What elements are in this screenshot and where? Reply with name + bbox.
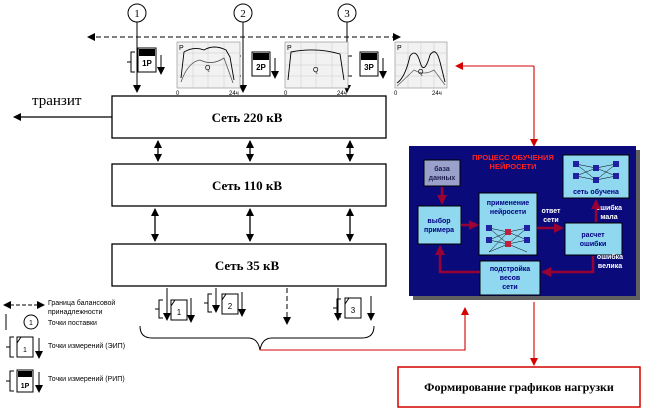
database-line2: данных xyxy=(429,175,456,182)
load-chart-2: P Q 0 24ч xyxy=(284,41,349,97)
load-chart-1: P Q 0 24ч xyxy=(176,41,241,97)
meter-label: 3 xyxy=(351,306,356,315)
network-110-block: Сеть 110 кВ xyxy=(111,163,387,207)
calc-line1: расчет xyxy=(581,232,605,239)
chart-p-label: P xyxy=(179,45,184,52)
output-box-label: Формирование графиков нагрузки xyxy=(424,380,614,394)
legend-supply-symbol: 1 xyxy=(29,320,33,327)
neuro-apply-network: применение нейросети xyxy=(478,192,538,256)
neuro-calc-error: расчет ошибки xyxy=(564,222,623,256)
adjust-line1: подстройка xyxy=(490,265,530,273)
neuro-adjust-weights: подстройка весов сети xyxy=(479,260,541,296)
meter-bottom-3: 3 xyxy=(333,288,375,321)
meter-label: 1 xyxy=(177,308,182,317)
supply-point-label: 2 xyxy=(240,8,246,20)
trained-label: сеть обучена xyxy=(573,188,619,196)
supply-point-2: 2 xyxy=(233,3,253,93)
meter-top-3: 3P xyxy=(344,51,387,79)
legend-boundary-line2: принадлежности xyxy=(48,309,102,316)
neuro-database: база данных xyxy=(423,159,461,187)
meter-bottom-1: 1 xyxy=(155,288,195,323)
network-35-block: Сеть 35 кВ xyxy=(111,243,387,287)
apply-line2: нейросети xyxy=(490,208,526,216)
transit-label: транзит xyxy=(32,93,82,109)
answer-line2: сети xyxy=(543,217,558,224)
load-graphs-output-box: Формирование графиков нагрузки xyxy=(397,366,641,408)
network-220-label: Сеть 220 кВ xyxy=(212,110,283,125)
red-connectors xyxy=(260,62,538,366)
meter-top-2: 2P xyxy=(233,51,279,79)
network-220-block: Сеть 220 кВ xyxy=(111,95,387,139)
neuro-panel: ПРОЦЕСС ОБУЧЕНИЯ НЕЙРОСЕТИ база данных в… xyxy=(409,146,640,300)
chart-axis-end: 24ч xyxy=(229,91,239,97)
chart-axis-zero: 0 xyxy=(284,91,288,97)
legend-meter-r-label: Точки измерений (РИП) xyxy=(48,375,125,383)
supply-point-label: 1 xyxy=(134,8,140,20)
select-line1: выбор xyxy=(427,217,450,225)
apply-line1: применение xyxy=(487,200,530,207)
select-line2: примера xyxy=(424,227,454,234)
err-big-line2: велика xyxy=(598,263,622,270)
chart-q-label: Q xyxy=(313,67,319,74)
neuro-title-line2: НЕЙРОСЕТИ xyxy=(490,162,537,171)
load-chart-3: P Q 0 24ч xyxy=(394,41,448,97)
err-small-line2: мала xyxy=(600,214,617,221)
trained-net-icon xyxy=(573,161,619,183)
chart-axis-end: 24ч xyxy=(337,91,347,97)
legend-meter-r-symbol: 1P xyxy=(21,383,30,390)
err-big-line1: ошибка xyxy=(597,253,623,261)
database-line1: база xyxy=(434,165,450,173)
calc-line2: ошибки xyxy=(580,240,607,248)
supply-point-label: 3 xyxy=(344,8,350,20)
chart-q-label: Q xyxy=(205,65,211,72)
legend: Граница балансовой принадлежности 1 Точк… xyxy=(3,299,125,393)
legend-supply-label: Точки поставки xyxy=(48,320,97,327)
legend-meter-i-symbol: 1 xyxy=(23,347,27,354)
network-35-label: Сеть 35 кВ xyxy=(215,258,280,273)
neural-net-icon xyxy=(486,225,530,253)
meter-top-1: 1P xyxy=(127,47,165,75)
neuro-trained: сеть обучена xyxy=(562,154,630,199)
network-110-label: Сеть 110 кВ xyxy=(212,178,282,193)
meter-label: 3P xyxy=(364,63,374,72)
legend-boundary-line1: Граница балансовой xyxy=(48,299,115,307)
neuro-title-line1: ПРОЦЕСС ОБУЧЕНИЯ xyxy=(472,153,554,162)
meter-label: 2 xyxy=(228,302,233,311)
chart-axis-zero: 0 xyxy=(176,91,180,97)
neuro-select-example: выбор примера xyxy=(417,205,462,245)
supply-point-1: 1 xyxy=(127,3,147,93)
chart-axis-zero: 0 xyxy=(394,91,398,97)
chart-q-label: Q xyxy=(418,69,424,76)
chart-p-label: P xyxy=(397,45,402,52)
meter-bottom-2: 2 xyxy=(204,288,246,317)
legend-meter-i-label: Точки измерений (ЭИП) xyxy=(48,342,125,350)
consumers-brace xyxy=(139,325,375,351)
err-small-line1: ошибка xyxy=(596,204,622,212)
answer-line1: ответ xyxy=(542,208,562,215)
meter-label: 1P xyxy=(142,59,152,68)
meter-label: 2P xyxy=(256,63,266,72)
chart-p-label: P xyxy=(287,45,292,52)
adjust-line2: весов xyxy=(500,275,521,282)
adjust-line3: сети xyxy=(502,284,517,291)
inter-network-links xyxy=(151,140,354,242)
chart-axis-end: 24ч xyxy=(432,91,442,97)
neuro-flow-arrows xyxy=(435,187,601,277)
